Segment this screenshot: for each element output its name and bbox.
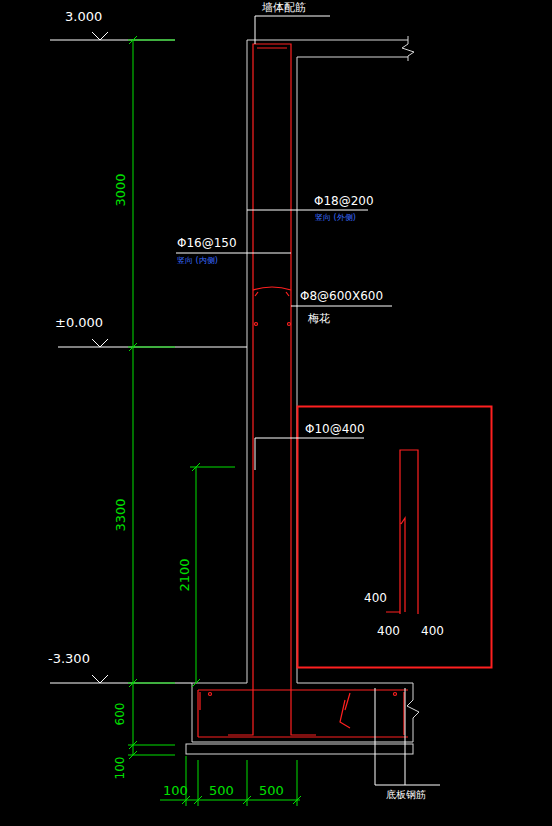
leader-line: [176, 253, 291, 254]
dimension-text: 500: [209, 784, 234, 797]
dimension-line: [190, 463, 235, 687]
dimension-text: 100: [163, 784, 188, 797]
rebar-callout: Φ10@400: [305, 423, 365, 435]
leader-lines: [176, 16, 440, 785]
rebar-note: 梅花: [308, 313, 330, 324]
level-mark: [50, 675, 192, 683]
rebar-dot: [288, 323, 291, 326]
wall-outline: [192, 40, 413, 742]
dimension-text: 2100: [178, 558, 191, 591]
dimension-text: 600: [114, 703, 126, 726]
rebar-callout: Φ18@200: [314, 195, 374, 207]
u-bar-detail: [386, 450, 418, 614]
rebar-dot: [394, 693, 397, 696]
leader-line: [255, 16, 330, 44]
dimension-tick: [129, 36, 137, 759]
dimension-lines: [128, 36, 301, 806]
rebar: [198, 44, 418, 737]
rebar-dot: [255, 323, 258, 326]
dimension-line: [160, 756, 300, 806]
note-text: 底板钢筋: [386, 790, 426, 800]
blinding-layer: [186, 744, 413, 754]
dimension-text: 3000: [114, 173, 127, 206]
dimension-text: 400: [364, 592, 387, 604]
break-line: [407, 683, 419, 742]
level-text: ±0.000: [55, 316, 103, 329]
highlight-box: [298, 407, 492, 668]
leader-line: [247, 210, 368, 211]
dimension-text: 400: [421, 625, 444, 637]
dimension-text: 500: [259, 784, 284, 797]
leader-line: [375, 688, 440, 785]
level-mark: [58, 339, 247, 347]
rebar-callout: Φ8@600X600: [300, 290, 383, 302]
rebar-note: 竖向 (内侧): [177, 257, 218, 265]
footing-rebar: [198, 690, 408, 737]
break-line: [402, 36, 414, 61]
dimension-text: 3300: [114, 498, 127, 531]
leader-line: [291, 306, 392, 307]
rebar-callout: Φ16@150: [177, 237, 237, 249]
dimension-text: 400: [377, 625, 400, 637]
rebar-dot: [209, 693, 212, 696]
wall-rebar: [228, 44, 316, 735]
dimension-text: 100: [114, 757, 126, 780]
level-marks: [50, 32, 247, 683]
level-text: 3.000: [65, 10, 102, 23]
level-mark: [50, 32, 175, 40]
note-text: 墙体配筋: [262, 2, 306, 13]
rebar-note: 竖向 (外侧): [315, 214, 356, 222]
dimension-line: [128, 40, 175, 755]
leader-line: [255, 438, 364, 470]
tie-bar: [253, 287, 291, 296]
level-text: -3.300: [48, 652, 90, 665]
dimension-tick: [182, 796, 301, 804]
tie-bar: [340, 693, 350, 728]
concrete-outline: [186, 36, 419, 754]
